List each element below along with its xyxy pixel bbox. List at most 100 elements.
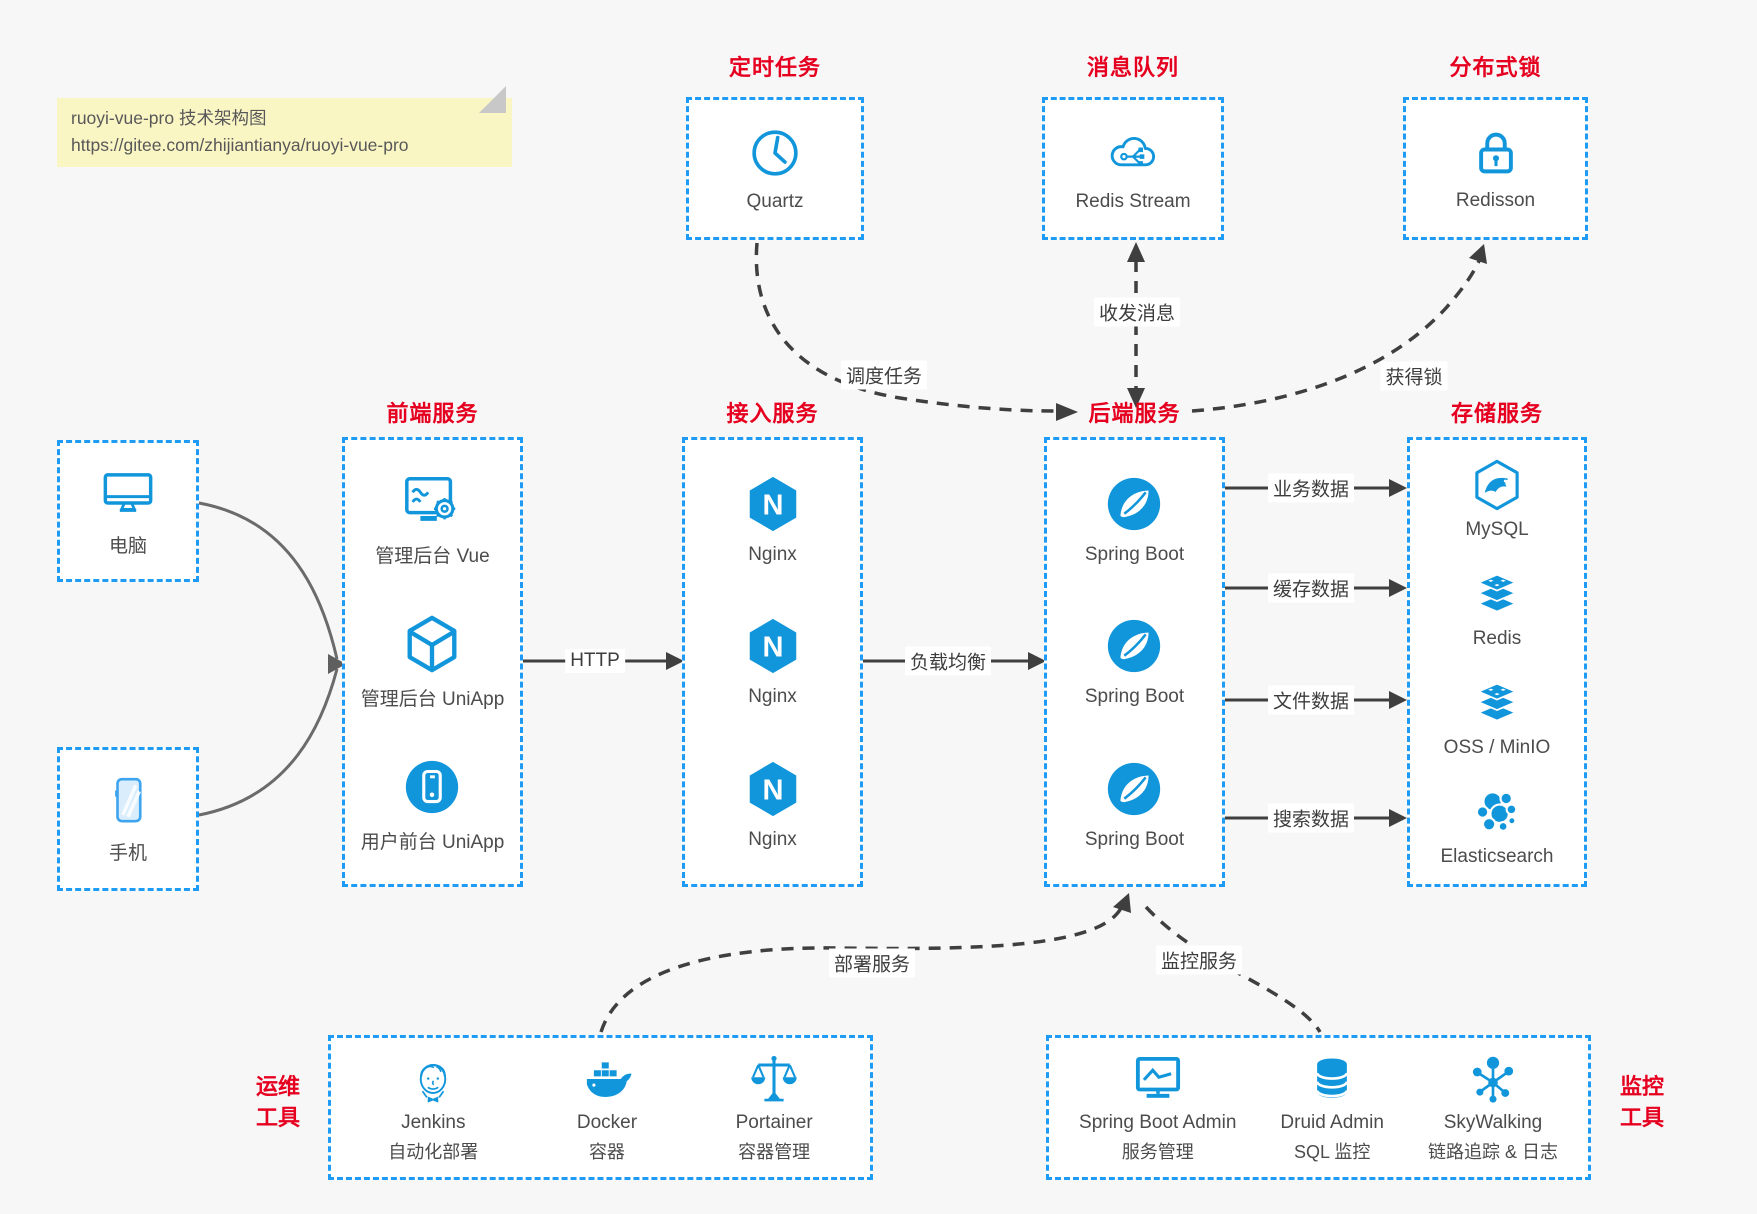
- item-user-uniapp: 用户前台 UniApp: [360, 756, 505, 854]
- svg-text:N: N: [762, 775, 783, 807]
- group-title-storage: 存储服务: [1450, 401, 1543, 426]
- group-title-lock: 分布式锁: [1449, 55, 1542, 80]
- item-sublabel: SQL 监控: [1293, 1141, 1371, 1162]
- item-label: Redis: [1472, 627, 1522, 649]
- clock-icon: [746, 124, 804, 182]
- docker-icon: [578, 1051, 636, 1107]
- item-label: Docker: [576, 1111, 638, 1133]
- edge-label-lb: 负载均衡: [904, 646, 992, 676]
- edge-label-deploy: 部署服务: [828, 948, 916, 978]
- item-redisson: Redisson: [1456, 125, 1535, 212]
- item-redis: Redis: [1469, 566, 1525, 650]
- item-redis-stream: Redis Stream: [1075, 124, 1191, 213]
- monitor-box: Spring Boot Admin 服务管理 Druid Admin SQL 监…: [1046, 1035, 1591, 1180]
- item-label: Redis Stream: [1075, 191, 1191, 212]
- group-title-devops: 运维 工具: [255, 1074, 300, 1130]
- item-springboot-admin: Spring Boot Admin 服务管理: [1079, 1051, 1236, 1165]
- item-quartz: Quartz: [746, 124, 804, 213]
- note-fold-corner: [479, 86, 506, 113]
- edge-label-http: HTTP: [565, 649, 625, 673]
- item-label: Nginx: [748, 686, 797, 708]
- item-label: Portainer: [735, 1111, 813, 1133]
- spring-icon: [1103, 615, 1165, 677]
- scheduler-box: Quartz: [686, 97, 864, 240]
- portainer-icon: [746, 1051, 802, 1107]
- mysql-icon: [1469, 457, 1525, 513]
- group-title-monitor: 监控 工具: [1619, 1074, 1664, 1130]
- arrowhead-clients: [328, 654, 346, 674]
- arrowhead-lock: [1469, 244, 1487, 264]
- item-label: Spring Boot: [1084, 686, 1185, 708]
- arrowhead-http: [666, 652, 684, 670]
- item-label: MySQL: [1465, 518, 1529, 540]
- arrowhead-message-up: [1127, 242, 1145, 262]
- skywalking-icon: [1465, 1051, 1521, 1107]
- sticky-note: ruoyi-vue-pro 技术架构图 https://gitee.com/zh…: [57, 98, 512, 167]
- item-sublabel: 容器: [588, 1141, 625, 1162]
- svg-text:N: N: [762, 489, 783, 521]
- item-label: Quartz: [746, 191, 804, 212]
- admin-vue-icon: [401, 470, 463, 532]
- item-druid-admin: Druid Admin SQL 监控: [1280, 1051, 1384, 1165]
- gateway-box: N Nginx N Nginx N Nginx: [682, 437, 863, 887]
- devops-box: Jenkins 自动化部署 Docker 容器: [328, 1035, 873, 1180]
- backend-box: Spring Boot Spring Boot Spring Boot: [1044, 437, 1225, 887]
- svg-text:N: N: [762, 632, 783, 664]
- edge-deploy-curve: [599, 907, 1123, 1033]
- item-label: Nginx: [748, 543, 797, 565]
- storage-box: MySQL Redis OSS: [1407, 437, 1587, 887]
- item-label: 用户前台 UniApp: [360, 831, 505, 853]
- item-label: SkyWalking: [1443, 1111, 1543, 1133]
- edge-schedule-curve: [754, 242, 1057, 413]
- group-title-gateway: 接入服务: [726, 401, 819, 426]
- user-app-icon: [401, 756, 463, 818]
- edge-label-message: 收发消息: [1093, 297, 1181, 327]
- spring-icon: [1103, 758, 1165, 820]
- spring-icon: [1103, 473, 1165, 535]
- item-mysql: MySQL: [1465, 457, 1529, 541]
- item-springboot-1: Spring Boot: [1085, 473, 1184, 566]
- group-title-backend: 后端服务: [1088, 401, 1181, 426]
- arrowhead-biz: [1389, 479, 1407, 497]
- item-label: 手机: [108, 843, 147, 864]
- item-label: Nginx: [748, 829, 797, 851]
- nginx-icon: N: [742, 615, 804, 677]
- springbootadmin-icon: [1130, 1051, 1186, 1107]
- item-label: Spring Boot Admin: [1079, 1111, 1237, 1133]
- uniapp-cube-icon: [401, 613, 463, 675]
- jenkins-icon: [405, 1051, 461, 1107]
- edge-label-schedule: 调度任务: [840, 360, 928, 390]
- group-title-mq: 消息队列: [1086, 55, 1179, 80]
- item-label: Elasticsearch: [1440, 845, 1554, 867]
- edge-phone-frontend: [198, 668, 339, 817]
- lock-icon: [1468, 125, 1524, 181]
- nginx-icon: N: [742, 473, 804, 535]
- item-label: Redisson: [1455, 190, 1536, 211]
- item-docker: Docker 容器: [577, 1051, 637, 1165]
- edge-lock-curve: [1191, 260, 1481, 413]
- item-admin-uniapp: 管理后台 UniApp: [361, 613, 504, 711]
- item-jenkins: Jenkins 自动化部署: [388, 1051, 478, 1165]
- note-line1: ruoyi-vue-pro 技术架构图: [71, 108, 267, 128]
- mq-box: Redis Stream: [1042, 97, 1224, 240]
- item-phone: 手机: [100, 773, 156, 865]
- arrowhead-file: [1389, 691, 1407, 709]
- item-sublabel: 链路追踪 & 日志: [1427, 1141, 1558, 1162]
- item-nginx-3: N Nginx: [742, 758, 804, 851]
- arrowhead-lb: [1028, 652, 1046, 670]
- group-title-scheduler: 定时任务: [728, 55, 821, 80]
- item-label: Spring Boot: [1084, 829, 1185, 851]
- item-label: Jenkins: [401, 1111, 466, 1133]
- item-oss-minio: OSS / MinIO: [1443, 675, 1551, 759]
- edge-desktop-frontend: [198, 501, 339, 660]
- group-title-frontend: 前端服务: [386, 401, 479, 426]
- item-elasticsearch: Elasticsearch: [1441, 784, 1554, 868]
- arrowhead-message-down: [1127, 388, 1145, 408]
- item-label: OSS / MinIO: [1443, 736, 1551, 758]
- phone-icon: [100, 773, 156, 829]
- arrowhead-schedule: [1056, 403, 1078, 421]
- item-portainer: Portainer 容器管理: [736, 1051, 813, 1165]
- edge-label-lock: 获得锁: [1380, 361, 1448, 391]
- item-skywalking: SkyWalking 链路追踪 & 日志: [1428, 1051, 1558, 1165]
